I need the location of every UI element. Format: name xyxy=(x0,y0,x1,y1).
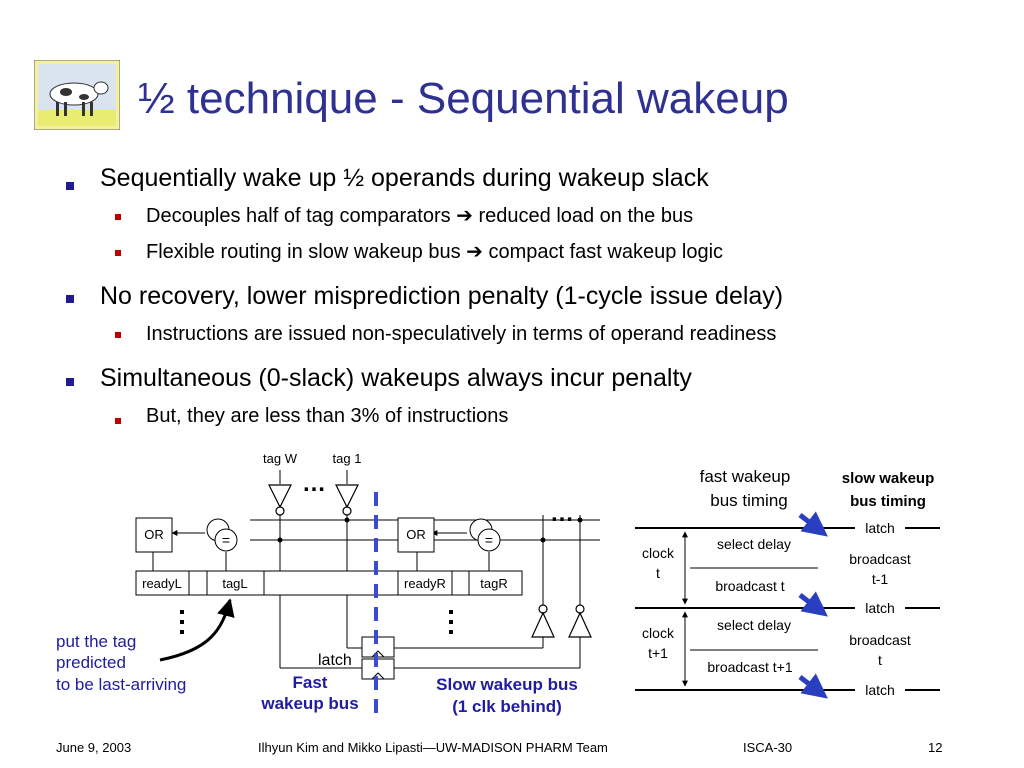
or-gate-left-label: OR xyxy=(144,527,164,542)
bus-wires xyxy=(152,470,600,669)
tag-w-label: tag W xyxy=(263,451,298,466)
broadcast-t1: broadcast t+1 xyxy=(707,659,792,675)
sub-bullet-marker xyxy=(115,418,121,424)
slide-title: ½ technique - Sequential wakeup xyxy=(138,74,789,123)
fast-timing-label-2: bus timing xyxy=(710,491,787,510)
footer-venue: ISCA-30 xyxy=(743,740,793,755)
fast-bus-label-1: Fast xyxy=(293,673,328,692)
tag-1-label: tag 1 xyxy=(333,451,362,466)
tag-w-driver xyxy=(268,484,292,516)
or-gate-left xyxy=(135,517,173,553)
tag-l-field: tagL xyxy=(222,576,247,591)
annotation-line-1: put the tag xyxy=(56,632,136,651)
comparator-left xyxy=(206,518,238,552)
timing-lines xyxy=(635,527,940,691)
ready-r-field: readyR xyxy=(404,576,446,591)
latch-arrows xyxy=(798,511,828,699)
footer-page: 12 xyxy=(928,740,943,755)
wakeup-diagram: tag W tag 1 … xyxy=(56,451,940,720)
bullet-2-sub-1: Instructions are issued non-speculativel… xyxy=(146,323,777,345)
slow-bus-label-1: Slow wakeup bus xyxy=(436,675,578,694)
bullet-1-sub-1: Decouples half of tag comparators ➔ redu… xyxy=(146,205,694,227)
select-delay-2: select delay xyxy=(717,617,791,633)
latch-timing-1: latch xyxy=(865,520,895,536)
slow-broadcast-1-line-2: t-1 xyxy=(872,571,889,587)
bullet-marker xyxy=(66,295,74,303)
footer-authors: Ilhyun Kim and Mikko Lipasti—UW-MADISON … xyxy=(258,740,608,755)
instruction-entry xyxy=(135,570,523,596)
bullet-3: Simultaneous (0-slack) wakeups always in… xyxy=(100,364,692,392)
bus-junctions xyxy=(277,517,583,543)
bullet-marker xyxy=(66,378,74,386)
slow-timing-label-2: bus timing xyxy=(850,493,926,510)
annotation-line-3: to be last-arriving xyxy=(56,675,186,694)
bullet-2: No recovery, lower misprediction penalty… xyxy=(100,282,784,310)
entry-ellipsis-left xyxy=(180,610,184,634)
slow-timing-label-1: slow wakeup xyxy=(842,470,935,487)
fast-timing-label-1: fast wakeup xyxy=(700,467,791,486)
or-gate-right xyxy=(397,517,435,553)
broadcast-t: broadcast t xyxy=(715,578,784,594)
slow-broadcast-2-line-1: broadcast xyxy=(849,632,911,648)
tag-ellipsis: … xyxy=(302,470,326,497)
sub-bullet-marker xyxy=(115,250,121,256)
tag-1-driver xyxy=(335,484,359,516)
footer-date: June 9, 2003 xyxy=(56,740,132,755)
sub-bullet-marker xyxy=(115,214,121,220)
entry-ellipsis-right xyxy=(449,610,453,634)
comparator-right xyxy=(469,518,501,552)
slow-broadcast-1-line-1: broadcast xyxy=(849,551,911,567)
latch-timing-3: latch xyxy=(865,682,895,698)
slow-bus-label-2: (1 clk behind) xyxy=(452,697,562,716)
clock-t-label-2: t xyxy=(656,565,660,581)
or-gate-right-label: OR xyxy=(406,527,426,542)
bullet-marker xyxy=(66,182,74,190)
slow-broadcast-2-line-2: t xyxy=(878,652,882,668)
slow-driver-1 xyxy=(531,604,555,638)
latch-timing-2: latch xyxy=(865,600,895,616)
bullet-3-sub-1: But, they are less than 3% of instructio… xyxy=(146,405,509,427)
bullet-1-sub-2: Flexible routing in slow wakeup bus ➔ co… xyxy=(146,241,724,263)
latch-label: latch xyxy=(318,652,352,669)
select-delay-1: select delay xyxy=(717,536,791,552)
clock-t-label-1: clock xyxy=(642,545,675,561)
comparator-left-label: = xyxy=(222,532,230,548)
cow-logo xyxy=(34,60,120,130)
annotation-line-2: predicted xyxy=(56,653,126,672)
ready-l-field: readyL xyxy=(142,576,182,591)
clock-t1-label-1: clock xyxy=(642,625,675,641)
bullet-1: Sequentially wake up ½ operands during w… xyxy=(100,164,709,192)
comparator-right-label: = xyxy=(485,532,493,548)
slow-bus-ellipsis: … xyxy=(550,500,574,527)
slow-driver-2 xyxy=(568,604,592,638)
tag-r-field: tagR xyxy=(480,576,507,591)
sub-bullet-marker xyxy=(115,332,121,338)
clock-t1-label-2: t+1 xyxy=(648,645,668,661)
annotation-arrow xyxy=(159,598,235,662)
fast-bus-label-2: wakeup bus xyxy=(260,694,358,713)
